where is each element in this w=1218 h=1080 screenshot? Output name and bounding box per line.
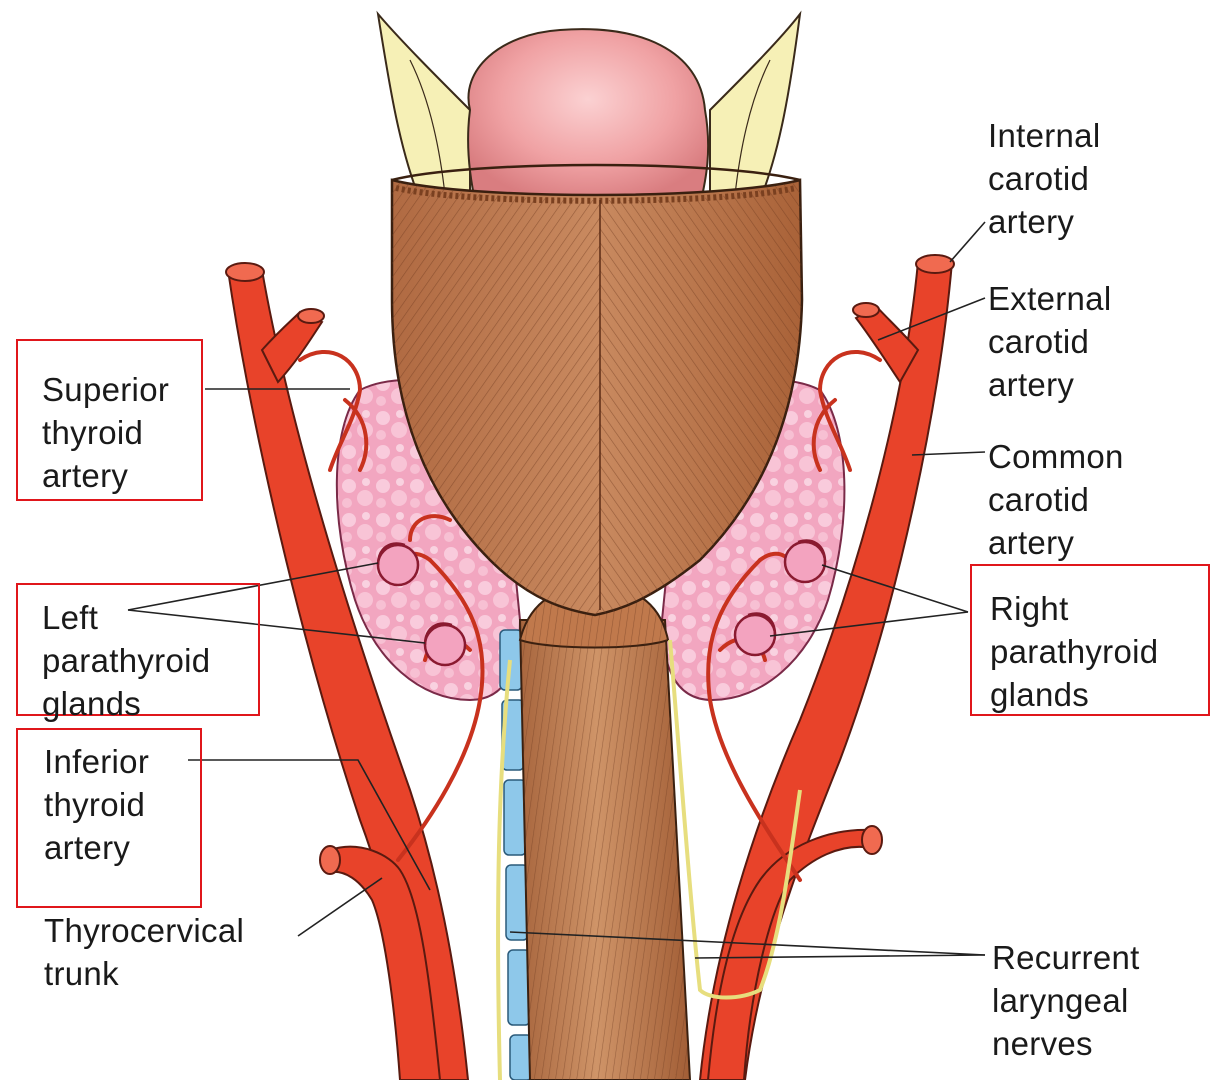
label-line: carotid (988, 157, 1100, 200)
label-line: Superior (42, 368, 169, 411)
label-line: artery (988, 363, 1111, 406)
label-line: trunk (44, 952, 244, 995)
label-line: glands (42, 682, 210, 725)
label-line: Right (990, 587, 1158, 630)
label-line: artery (44, 826, 149, 869)
label-line: parathyroid (42, 639, 210, 682)
label-line: artery (42, 454, 169, 497)
label-line: artery (988, 521, 1124, 564)
label-line: Common (988, 435, 1124, 478)
label-line: nerves (992, 1022, 1140, 1065)
label-line: thyroid (42, 411, 169, 454)
label-line: carotid (988, 320, 1111, 363)
label-line: External (988, 277, 1111, 320)
label-line: artery (988, 200, 1100, 243)
label-line: Left (42, 596, 210, 639)
external-carotid-artery-label: External carotid artery (988, 277, 1111, 406)
recurrent-laryngeal-nerves-label: Recurrent laryngeal nerves (992, 936, 1140, 1065)
label-line: laryngeal (992, 979, 1140, 1022)
thyrocervical-trunk-label: Thyrocervical trunk (44, 909, 244, 995)
label-line: Inferior (44, 740, 149, 783)
right-parathyroid-glands-label: Right parathyroid glands (990, 587, 1158, 716)
left-parathyroid-glands-label: Left parathyroid glands (42, 596, 210, 725)
epiglottis (378, 14, 800, 205)
inferior-thyroid-artery-label: Inferior thyroid artery (44, 740, 149, 869)
label-line: thyroid (44, 783, 149, 826)
label-line: carotid (988, 478, 1124, 521)
label-line: parathyroid (990, 630, 1158, 673)
superior-thyroid-artery-label: Superior thyroid artery (42, 368, 169, 497)
label-line: Recurrent (992, 936, 1140, 979)
internal-carotid-artery-label: Internal carotid artery (988, 114, 1100, 243)
label-line: Internal (988, 114, 1100, 157)
common-carotid-artery-label: Common carotid artery (988, 435, 1124, 564)
label-line: Thyrocervical (44, 909, 244, 952)
trachea (520, 620, 690, 1080)
label-line: glands (990, 673, 1158, 716)
